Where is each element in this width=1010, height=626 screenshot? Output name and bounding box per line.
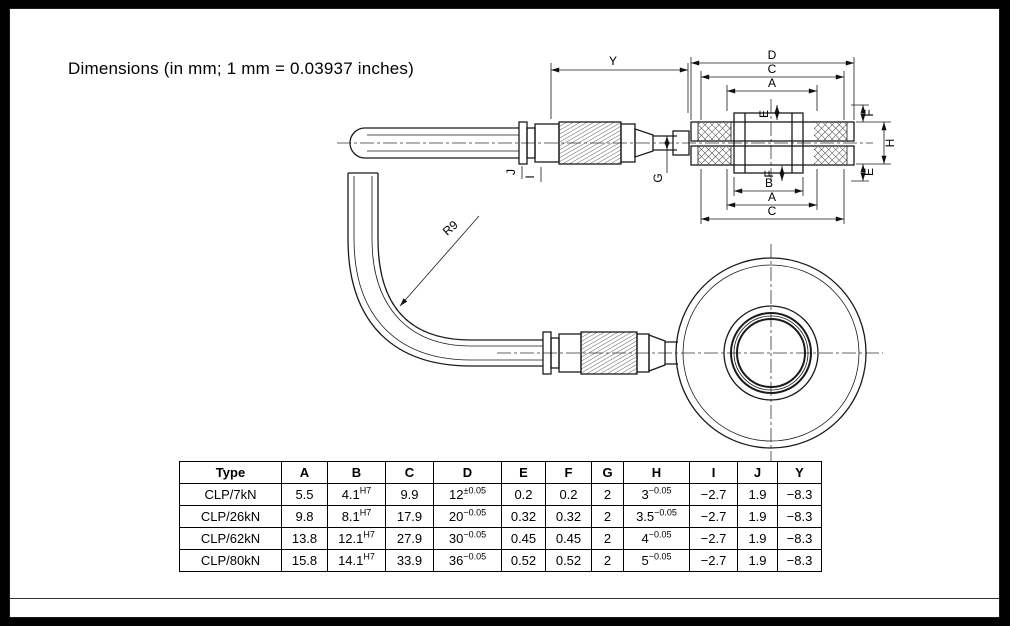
value-cell: 9.8 <box>281 505 328 528</box>
value-cell: 0.32 <box>501 505 546 528</box>
value-cell: 3.5−0.05 <box>623 505 690 528</box>
dim-label-f-right: F <box>862 109 876 116</box>
value-cell: 12±0.05 <box>433 483 502 506</box>
value-cell: 4−0.05 <box>623 527 690 550</box>
value-cell: 3−0.05 <box>623 483 690 506</box>
value-cell: 2 <box>591 505 624 528</box>
col-header-d: D <box>433 461 502 484</box>
dim-label-h: H <box>883 139 897 148</box>
dim-label-c-bottom: C <box>768 204 777 218</box>
dimension-lines: Y D C A B A C <box>399 48 897 307</box>
value-cell: 15.8 <box>281 549 328 572</box>
dim-label-i: I <box>523 175 537 178</box>
dim-label-a-top: A <box>768 76 776 90</box>
dim-label-g: G <box>651 173 665 182</box>
bottom-view <box>347 172 883 463</box>
value-cell: 30−0.05 <box>433 527 502 550</box>
col-header-e: E <box>501 461 546 484</box>
table-header-row: Type A B C D E F G H I J Y <box>179 461 822 484</box>
col-header-b: B <box>327 461 386 484</box>
dim-label-c-top: C <box>768 62 777 76</box>
type-cell: CLP/80kN <box>179 549 282 572</box>
value-cell: −8.3 <box>777 505 822 528</box>
dim-label-j: J <box>504 169 518 175</box>
col-header-i: I <box>689 461 738 484</box>
value-cell: 36−0.05 <box>433 549 502 572</box>
value-cell: 1.9 <box>737 549 778 572</box>
value-cell: 0.52 <box>501 549 546 572</box>
col-header-j: J <box>737 461 778 484</box>
footer-rule <box>10 598 999 599</box>
value-cell: 13.8 <box>281 527 328 550</box>
value-cell: 12.1H7 <box>327 527 386 550</box>
col-header-f: F <box>545 461 592 484</box>
col-header-c: C <box>385 461 434 484</box>
value-cell: 0.32 <box>545 505 592 528</box>
dim-label-e-hub: E <box>757 110 771 118</box>
side-view <box>337 99 873 187</box>
value-cell: 0.45 <box>501 527 546 550</box>
value-cell: 14.1H7 <box>327 549 386 572</box>
value-cell: 0.52 <box>545 549 592 572</box>
value-cell: 0.2 <box>545 483 592 506</box>
col-header-type: Type <box>179 461 282 484</box>
dim-label-e-right: E <box>862 168 876 176</box>
value-cell: 4.1H7 <box>327 483 386 506</box>
dim-label-a-bottom: A <box>768 190 776 204</box>
type-cell: CLP/7kN <box>179 483 282 506</box>
value-cell: 20−0.05 <box>433 505 502 528</box>
value-cell: 9.9 <box>385 483 434 506</box>
type-cell: CLP/26kN <box>179 505 282 528</box>
value-cell: −2.7 <box>689 483 738 506</box>
value-cell: 1.9 <box>737 527 778 550</box>
value-cell: 8.1H7 <box>327 505 386 528</box>
value-cell: −8.3 <box>777 483 822 506</box>
technical-drawing: Y D C A B A C <box>337 48 897 463</box>
type-cell: CLP/62kN <box>179 527 282 550</box>
value-cell: 27.9 <box>385 527 434 550</box>
value-cell: 33.9 <box>385 549 434 572</box>
value-cell: −8.3 <box>777 549 822 572</box>
value-cell: 2 <box>591 549 624 572</box>
dim-label-y: Y <box>609 54 617 68</box>
col-header-y: Y <box>777 461 822 484</box>
value-cell: 0.2 <box>501 483 546 506</box>
col-header-g: G <box>591 461 624 484</box>
datasheet-page: Dimensions (in mm; 1 mm = 0.03937 inches… <box>9 8 1000 618</box>
value-cell: 5.5 <box>281 483 328 506</box>
value-cell: 5−0.05 <box>623 549 690 572</box>
value-cell: 1.9 <box>737 505 778 528</box>
value-cell: 0.45 <box>545 527 592 550</box>
value-cell: −2.7 <box>689 549 738 572</box>
dim-label-r9: R9 <box>440 217 461 238</box>
page-title: Dimensions (in mm; 1 mm = 0.03937 inches… <box>68 59 414 78</box>
value-cell: 1.9 <box>737 483 778 506</box>
value-cell: 17.9 <box>385 505 434 528</box>
dim-label-b: B <box>765 176 773 190</box>
dim-label-d: D <box>768 48 777 62</box>
col-header-h: H <box>623 461 690 484</box>
dim-label-f-hub: F <box>762 170 776 177</box>
value-cell: −2.7 <box>689 527 738 550</box>
value-cell: −8.3 <box>777 527 822 550</box>
value-cell: −2.7 <box>689 505 738 528</box>
col-header-a: A <box>281 461 328 484</box>
value-cell: 2 <box>591 527 624 550</box>
value-cell: 2 <box>591 483 624 506</box>
